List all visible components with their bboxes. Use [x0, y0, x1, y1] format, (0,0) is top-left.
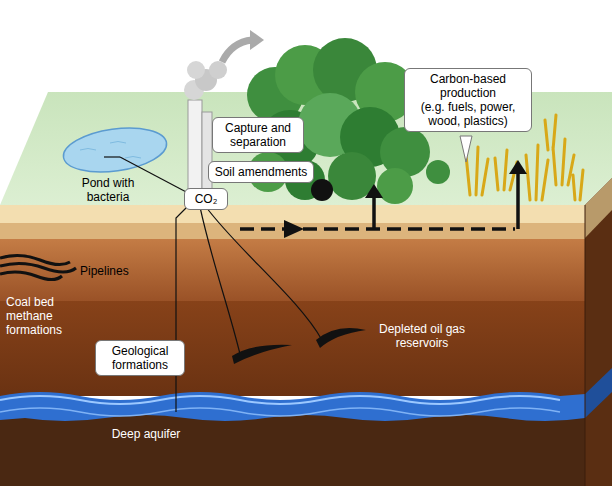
block-edge [585, 205, 586, 486]
chimney [188, 100, 202, 192]
soil-flow-line [372, 196, 376, 229]
reservoir [232, 345, 292, 364]
soil-flow-arrowhead [284, 220, 304, 238]
box-text: (e.g. fuels, power, wood, plastics) [410, 100, 526, 128]
smoke-puff [187, 61, 205, 79]
smoke-puff [209, 61, 227, 79]
side-face-sand [585, 178, 612, 238]
sand-layer [0, 205, 585, 223]
rock-layer [0, 301, 585, 396]
side-face-aquifer [585, 368, 612, 418]
region-label: Pipelines [80, 264, 150, 278]
box-text: Carbon-based production [410, 72, 526, 100]
injection-line [104, 156, 120, 157]
aquifer-wave [0, 396, 560, 404]
text-box: Carbon-based production(e.g. fuels, powe… [404, 68, 532, 132]
region-label: Pond with bacteria [70, 176, 146, 204]
tree-crown [377, 168, 413, 204]
box-text: CO₂ [190, 192, 222, 206]
emission-arrowhead [250, 30, 264, 50]
aquifer [0, 392, 585, 421]
smoke [184, 61, 227, 100]
emission-arrow [222, 40, 252, 62]
callout-tail [460, 136, 472, 162]
text-box: Geological formations [95, 340, 185, 376]
soil-flow-line [516, 172, 520, 229]
injection-line [176, 206, 188, 412]
pond [61, 122, 170, 178]
tree-crown [426, 160, 450, 184]
text-box: CO₂ [184, 188, 228, 210]
box-text: Capture and separation [218, 121, 298, 149]
injection-line [206, 207, 322, 340]
side-face [585, 178, 612, 486]
bedrock-layer [0, 414, 585, 486]
text-box: Soil amendments [208, 161, 314, 183]
tree-base [311, 179, 333, 201]
injection-line [200, 207, 240, 354]
soil-layer [0, 239, 585, 301]
pipeline [0, 272, 62, 280]
soil-flow-arrowhead [365, 184, 383, 198]
region-label: Deep aquifer [98, 427, 194, 441]
pond-ripples [80, 142, 141, 159]
soil-flow-line [240, 227, 515, 231]
soil-flow-arrowhead [509, 160, 527, 174]
reservoir [316, 328, 366, 348]
box-text: Soil amendments [214, 165, 308, 179]
region-label: Coal bed methane formations [6, 295, 86, 337]
aquifer-wave [0, 408, 560, 416]
box-text: Geological formations [101, 344, 179, 372]
text-box: Capture and separation [212, 117, 304, 153]
region-label: Depleted oil gas reservoirs [372, 322, 472, 350]
tree-crown [380, 127, 430, 177]
